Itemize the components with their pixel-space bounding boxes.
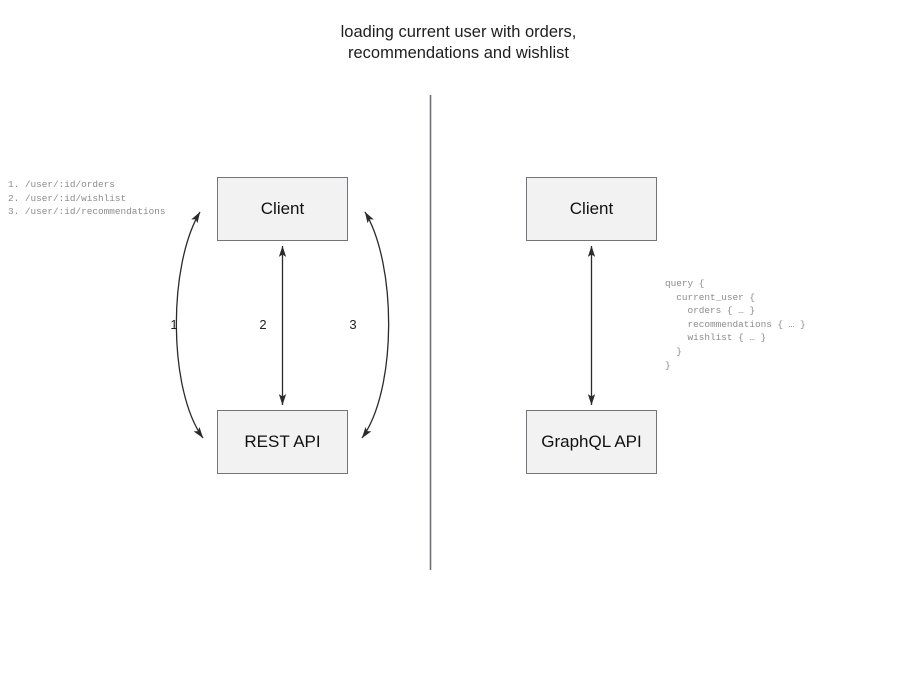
node-label: REST API <box>244 432 321 451</box>
edge-1-path <box>175 211 204 439</box>
edge-label-3: 3 <box>349 317 357 332</box>
node-graphql-api[interactable]: GraphQL API <box>526 410 657 474</box>
rest-endpoints-list: 1. /user/:id/orders 2. /user/:id/wishlis… <box>8 179 166 218</box>
node-label: Client <box>569 199 614 218</box>
edge-3-path <box>361 211 390 439</box>
node-label: Client <box>260 199 305 218</box>
node-client-rest[interactable]: Client <box>217 177 348 241</box>
page-title: loading current user with orders, recomm… <box>340 23 577 62</box>
node-rest-api[interactable]: REST API <box>217 410 348 474</box>
node-client-graphql[interactable]: Client <box>526 177 657 241</box>
edge-label-2: 2 <box>259 317 267 332</box>
edge-label-1: 1 <box>170 317 178 332</box>
node-label: GraphQL API <box>541 432 642 451</box>
graphql-query-block: query { current_user { orders { … } reco… <box>665 278 806 371</box>
